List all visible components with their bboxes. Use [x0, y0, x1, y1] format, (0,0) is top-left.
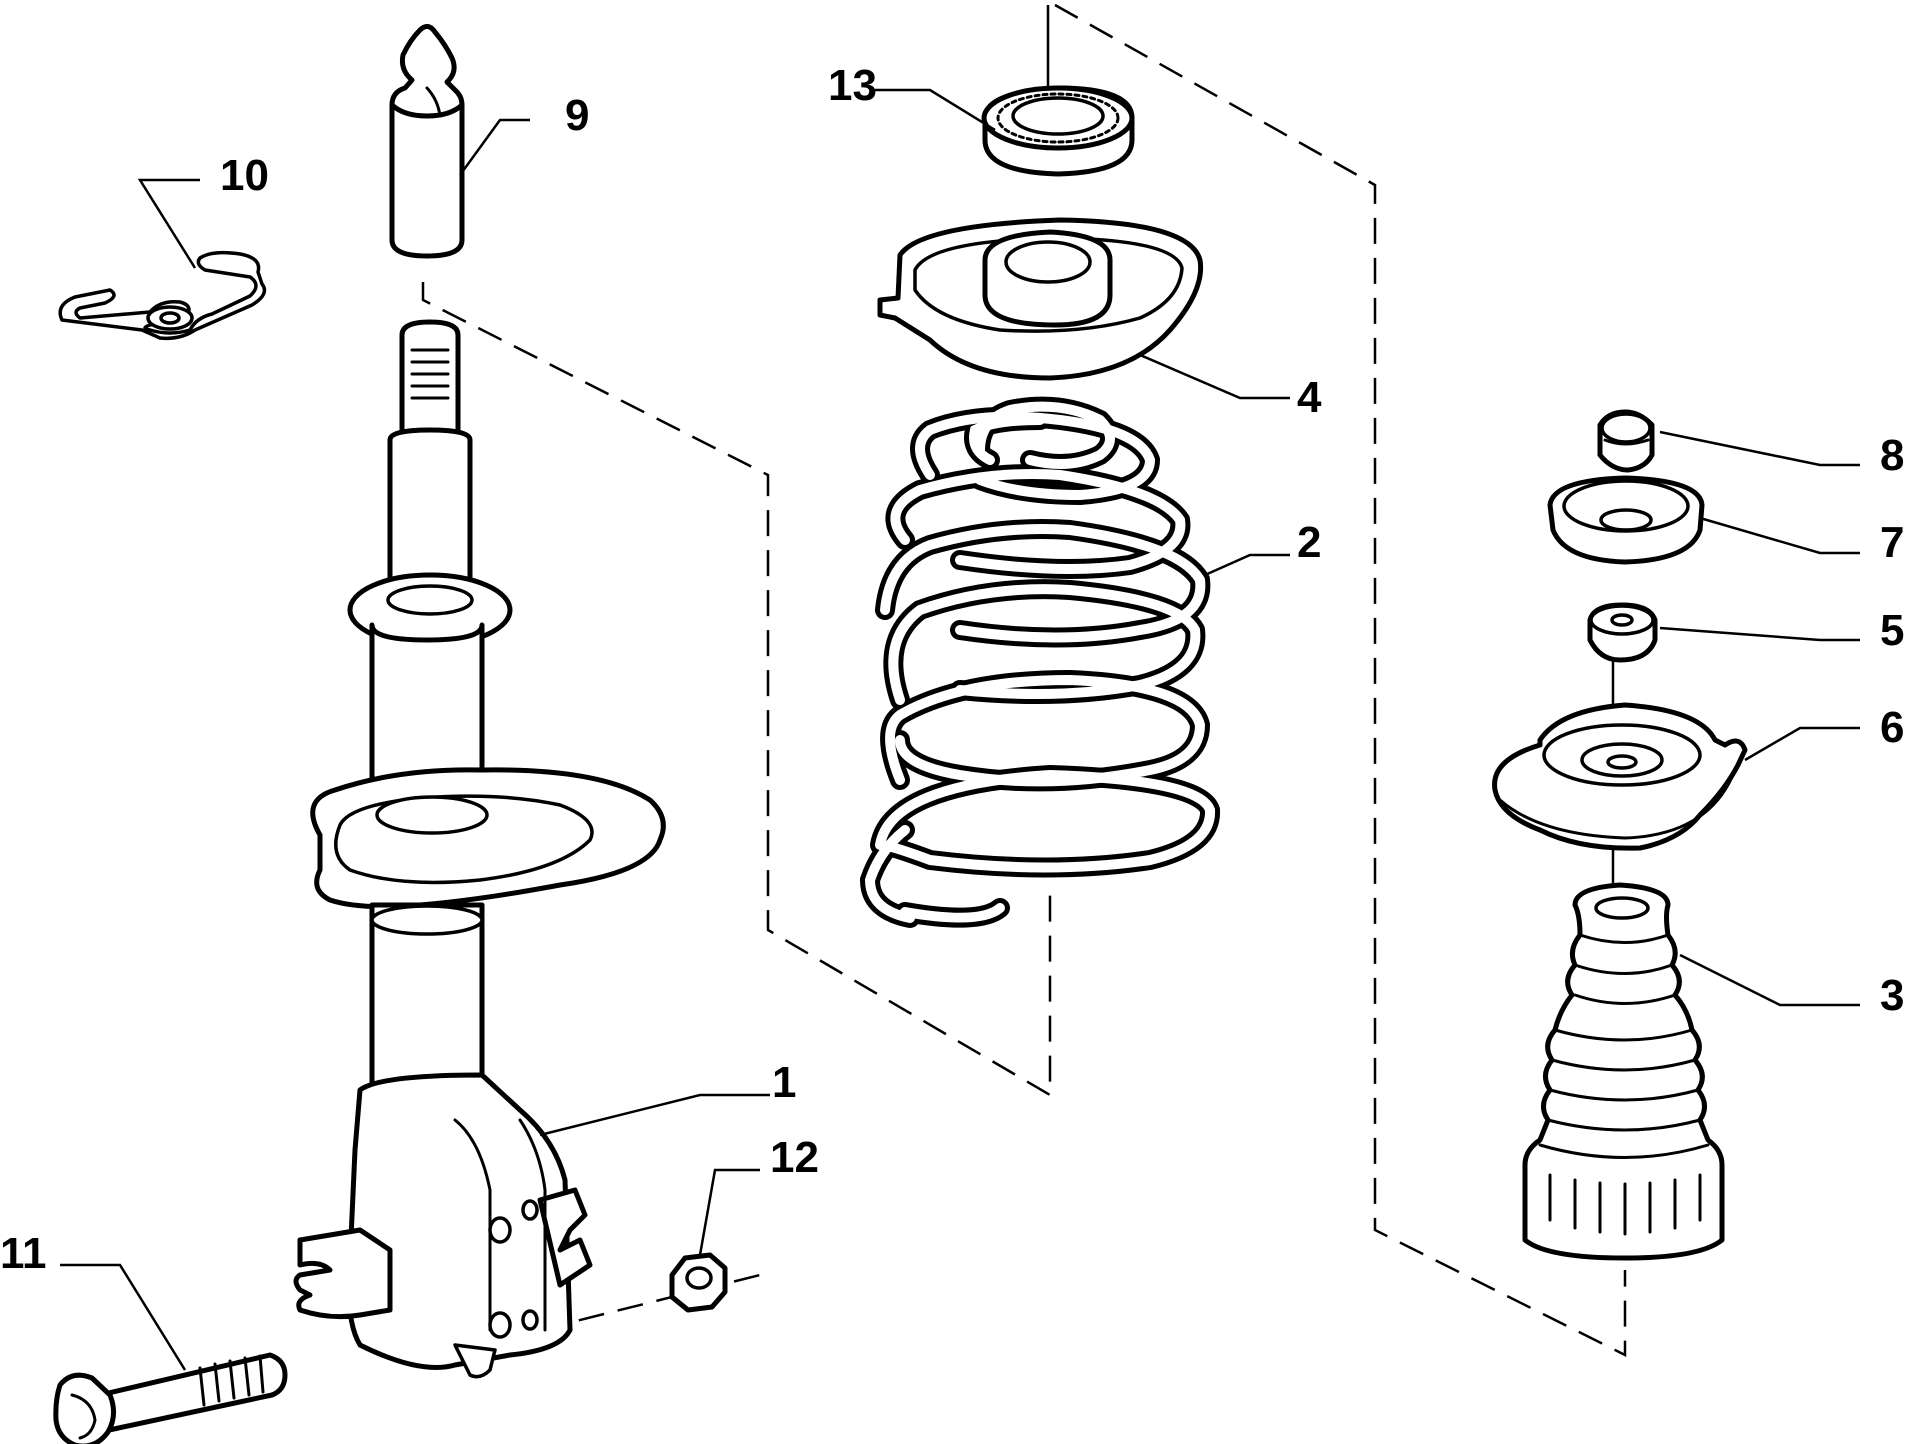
leader-4	[1139, 353, 1290, 400]
part-8-top-nut	[1597, 409, 1655, 473]
callout-5: 5	[1880, 606, 1904, 655]
part-5-bushing	[1587, 602, 1658, 663]
callout-2: 2	[1297, 518, 1321, 567]
part-10-clip	[58, 250, 267, 341]
leader-2	[1204, 553, 1290, 577]
callout-8: 8	[1880, 431, 1904, 480]
callout-12: 12	[770, 1133, 819, 1182]
leader-1	[539, 1093, 770, 1137]
leader-9	[458, 118, 530, 176]
leader-lines	[60, 88, 1860, 1371]
part-1-strut	[293, 319, 666, 1379]
part-11-bolt	[53, 1352, 288, 1444]
callout-3: 3	[1880, 971, 1904, 1020]
callout-1: 1	[772, 1058, 796, 1107]
leader-8	[1659, 430, 1860, 467]
callout-11: 11	[0, 1229, 47, 1278]
callout-labels: 9 10 13 4 2 8 7 5 6 3 1 12 11	[0, 61, 1904, 1278]
leader-13	[875, 88, 996, 132]
callout-9: 9	[565, 91, 589, 140]
leader-6	[1744, 726, 1860, 762]
exploded-view-guides	[209, 3, 1627, 1377]
part-12-nut	[669, 1252, 728, 1313]
callout-13: 13	[828, 61, 877, 110]
leader-5	[1659, 626, 1860, 642]
leader-7	[1699, 516, 1860, 555]
part-4-upper-seat	[877, 217, 1204, 381]
callout-6: 6	[1880, 703, 1904, 752]
part-7-washer-cup	[1547, 475, 1705, 565]
callout-10: 10	[220, 151, 269, 200]
part-9-bump-cap	[389, 24, 465, 259]
part-3-dust-boot	[1522, 882, 1725, 1261]
leader-10	[137, 178, 200, 269]
leader-12	[698, 1168, 760, 1256]
leader-11	[60, 1263, 187, 1371]
part-13-bearing	[981, 85, 1135, 177]
part-6-top-mount	[1492, 702, 1748, 851]
callout-7: 7	[1880, 518, 1904, 567]
part-2-coil-spring	[859, 396, 1220, 928]
leader-3	[1679, 953, 1860, 1007]
callout-4: 4	[1297, 373, 1322, 422]
